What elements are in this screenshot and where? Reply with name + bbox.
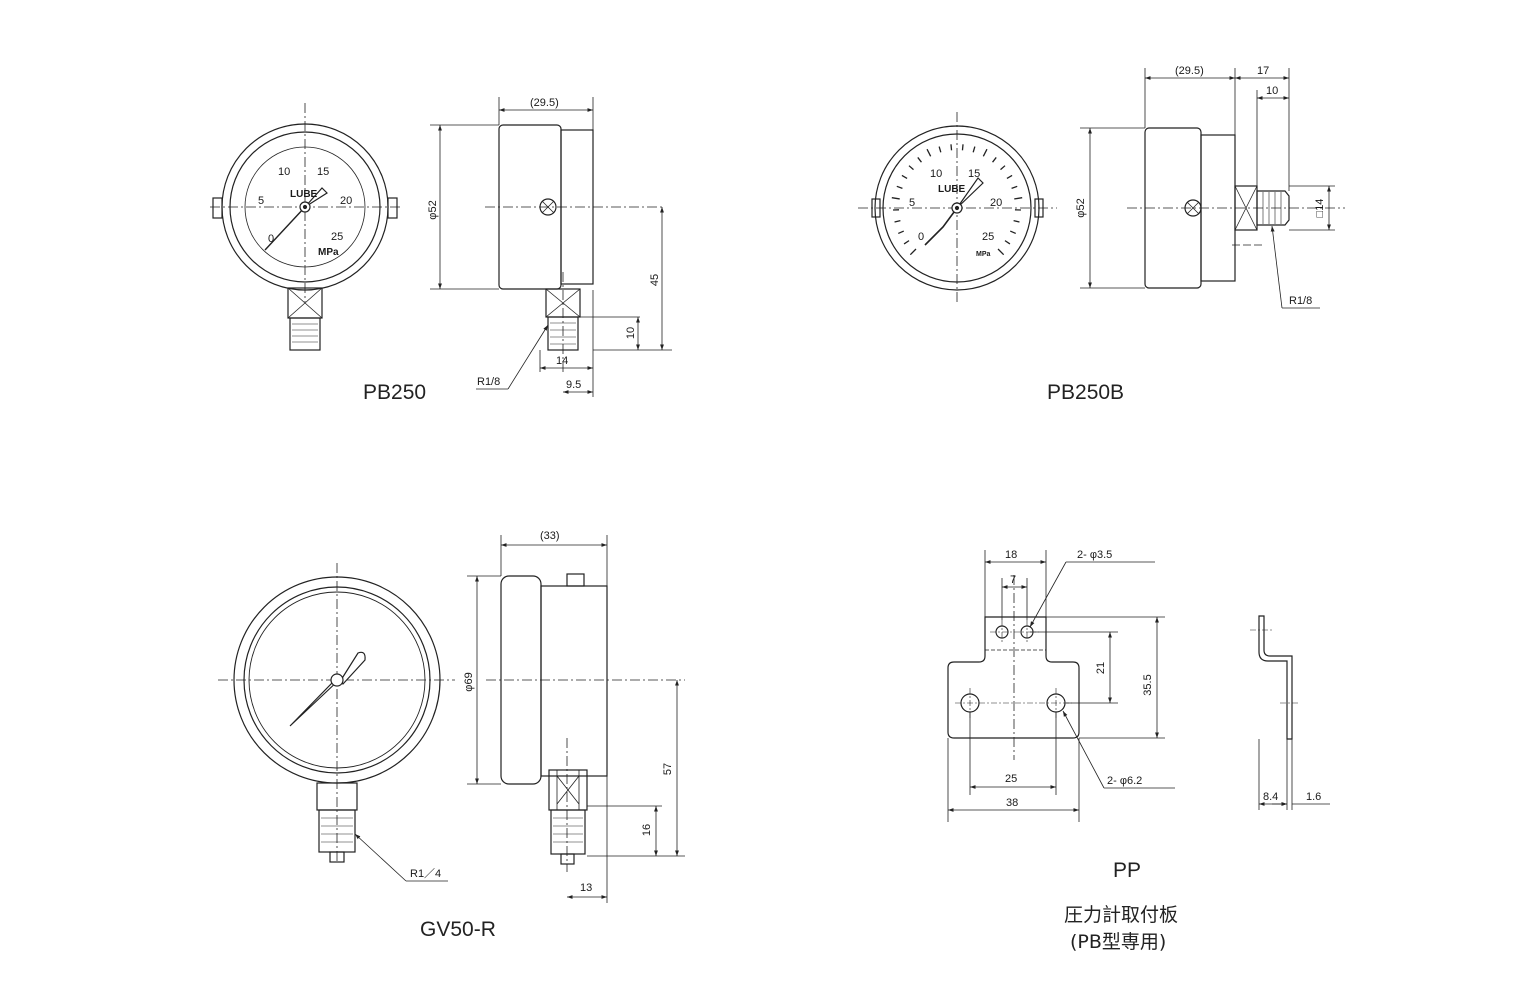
gv50r-front-view <box>218 563 455 863</box>
gv50r-thread: R1／4 <box>410 867 441 880</box>
pb250b-side-view <box>1127 127 1345 289</box>
pb250-dim-labels: (29.5) φ52 45 10 14 9.5 R1/8 <box>427 97 661 391</box>
gv50r-dia: φ69 <box>463 672 475 691</box>
pp-thickness: 1.6 <box>1306 791 1321 803</box>
dial-unit: MPa <box>318 247 339 258</box>
pb250b-dial-labels: 0 5 10 15 20 25 LUBE MPa <box>909 168 1002 258</box>
pp-small-pitch: 7 <box>1010 574 1016 586</box>
dial-tick <box>901 174 908 180</box>
pb250b-thread-len: 10 <box>1266 85 1278 97</box>
title-pp-sub2: (PB型専用) <box>1070 931 1167 953</box>
pp-large-pitch: 25 <box>1005 773 1017 785</box>
dial-tick <box>950 144 953 151</box>
dial-tick <box>894 220 901 223</box>
pp-side-view <box>1250 615 1300 740</box>
dial-tick <box>961 144 964 151</box>
pb250b-square: □14 <box>1314 199 1326 218</box>
pp-front-view <box>947 575 1080 760</box>
pp-dimensions <box>947 550 1330 822</box>
dial-tick <box>972 146 976 153</box>
dial-label-25: 25 <box>982 231 994 243</box>
title-pp: PP <box>1113 859 1142 882</box>
pb250b-total: 17 <box>1257 65 1269 77</box>
gv50r-side-view <box>486 573 685 872</box>
pb250b-dial-ticks <box>891 144 1023 256</box>
dial-tick <box>909 248 917 256</box>
dial-label-5: 5 <box>909 197 915 209</box>
pb250-side-view <box>485 124 665 372</box>
title-gv50r: GV50-R <box>420 918 496 941</box>
gv50r-offset: 13 <box>580 882 592 894</box>
title-pp-sub1: 圧力計取付板 <box>1064 904 1179 926</box>
dial-tick <box>903 240 910 245</box>
pb250b-depth: (29.5) <box>1175 65 1204 77</box>
pp-hole-vert: 21 <box>1095 662 1107 674</box>
dial-label-20: 20 <box>990 197 1002 209</box>
pp-large-holes: 2- φ6.2 <box>1107 775 1142 787</box>
pb250-thread: R1/8 <box>477 376 500 388</box>
dial-tick <box>1009 230 1016 235</box>
pp-top-width: 18 <box>1005 549 1017 561</box>
dial-tick <box>1011 185 1018 189</box>
pp-small-holes: 2- φ3.5 <box>1077 549 1112 561</box>
dial-tick <box>992 157 997 163</box>
pp-width: 38 <box>1006 797 1018 809</box>
dial-tick <box>982 148 988 157</box>
dial-brand: LUBE <box>938 184 966 195</box>
dial-tick <box>1006 174 1013 180</box>
pb250-depth: (29.5) <box>530 97 559 109</box>
dial-tick <box>1014 197 1023 200</box>
dial-label-15: 15 <box>317 166 329 178</box>
pb250-hex: 14 <box>556 355 568 367</box>
pb250b-dimensions <box>1080 68 1335 309</box>
dial-tick <box>908 165 914 171</box>
pb250b-dia: φ52 <box>1075 198 1087 217</box>
pb250-front-view <box>210 103 402 351</box>
dial-label-20: 20 <box>340 195 352 207</box>
pb250-height: 45 <box>649 274 661 286</box>
pp-dim-labels: 18 7 2- φ3.5 21 35.5 25 38 2- φ6.2 8.4 1… <box>1005 549 1321 809</box>
dial-label-15: 15 <box>968 168 980 180</box>
dial-tick <box>891 197 900 200</box>
pb250-offset: 9.5 <box>566 379 581 391</box>
pb250b-dim-labels: (29.5) 17 10 φ52 □14 R1/8 <box>1075 65 1326 307</box>
gv50r-height: 57 <box>662 763 674 775</box>
dial-unit: MPa <box>976 251 991 258</box>
gv50r-dimensions <box>354 535 685 903</box>
dial-tick <box>997 248 1005 256</box>
dial-label-25: 25 <box>331 231 343 243</box>
pb250-dial-labels: 0 5 10 15 20 25 LUBE MPa <box>258 166 352 258</box>
dial-label-5: 5 <box>258 195 264 207</box>
dial-tick <box>917 157 922 163</box>
dial-label-0: 0 <box>268 233 274 245</box>
dial-tick <box>898 230 905 235</box>
dial-tick <box>1004 240 1011 245</box>
title-pb250: PB250 <box>363 381 427 404</box>
dial-tick <box>896 185 903 189</box>
pb250-dimensions <box>430 97 672 397</box>
pp-height: 35.5 <box>1142 674 1154 695</box>
dial-brand: LUBE <box>290 189 318 200</box>
dial-tick <box>926 148 932 157</box>
pb250-thread-len: 10 <box>625 327 637 339</box>
dial-label-10: 10 <box>278 166 290 178</box>
pb250-dia: φ52 <box>427 200 439 219</box>
dial-label-10: 10 <box>930 168 942 180</box>
gv50r-dim-labels: (33) φ69 57 16 13 R1／4 <box>410 530 674 894</box>
dial-tick <box>938 146 942 153</box>
dial-tick <box>1013 220 1020 223</box>
pb250b-front-view <box>858 112 1057 305</box>
gv50r-depth: (33) <box>540 530 560 542</box>
dial-label-0: 0 <box>918 231 924 243</box>
dial-tick <box>1000 165 1006 171</box>
pb250b-thread: R1/8 <box>1289 295 1312 307</box>
title-pb250b: PB250B <box>1047 381 1125 404</box>
gv50r-thread-len: 16 <box>641 824 653 836</box>
pp-offset: 8.4 <box>1263 791 1278 803</box>
